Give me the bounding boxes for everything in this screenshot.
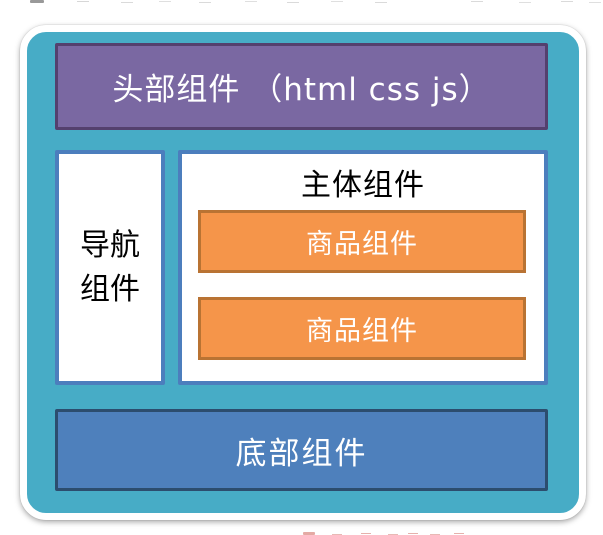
clipped-text-top-remnants	[30, 0, 44, 3]
product-component-label-2: 商品组件	[306, 316, 418, 347]
header-component-label: 头部组件 （html css js）	[112, 72, 491, 108]
component-diagram-card: 头部组件 （html css js） 导航组件 主体组件 商品组件 商品组件 底…	[20, 25, 586, 520]
nav-component-box: 导航组件	[55, 150, 165, 385]
nav-component-label: 导航组件	[80, 228, 140, 307]
header-component-box: 头部组件 （html css js）	[55, 43, 548, 130]
product-component-box-1: 商品组件	[198, 210, 526, 273]
main-component-title: 主体组件	[301, 168, 425, 203]
footer-component-label: 底部组件	[235, 435, 368, 472]
footer-component-box: 底部组件	[55, 409, 548, 491]
product-component-label-1: 商品组件	[306, 229, 418, 260]
product-component-box-2: 商品组件	[198, 297, 526, 360]
clipped-text-bottom-remnants	[303, 532, 315, 535]
main-component-box: 主体组件 商品组件 商品组件	[178, 150, 548, 385]
